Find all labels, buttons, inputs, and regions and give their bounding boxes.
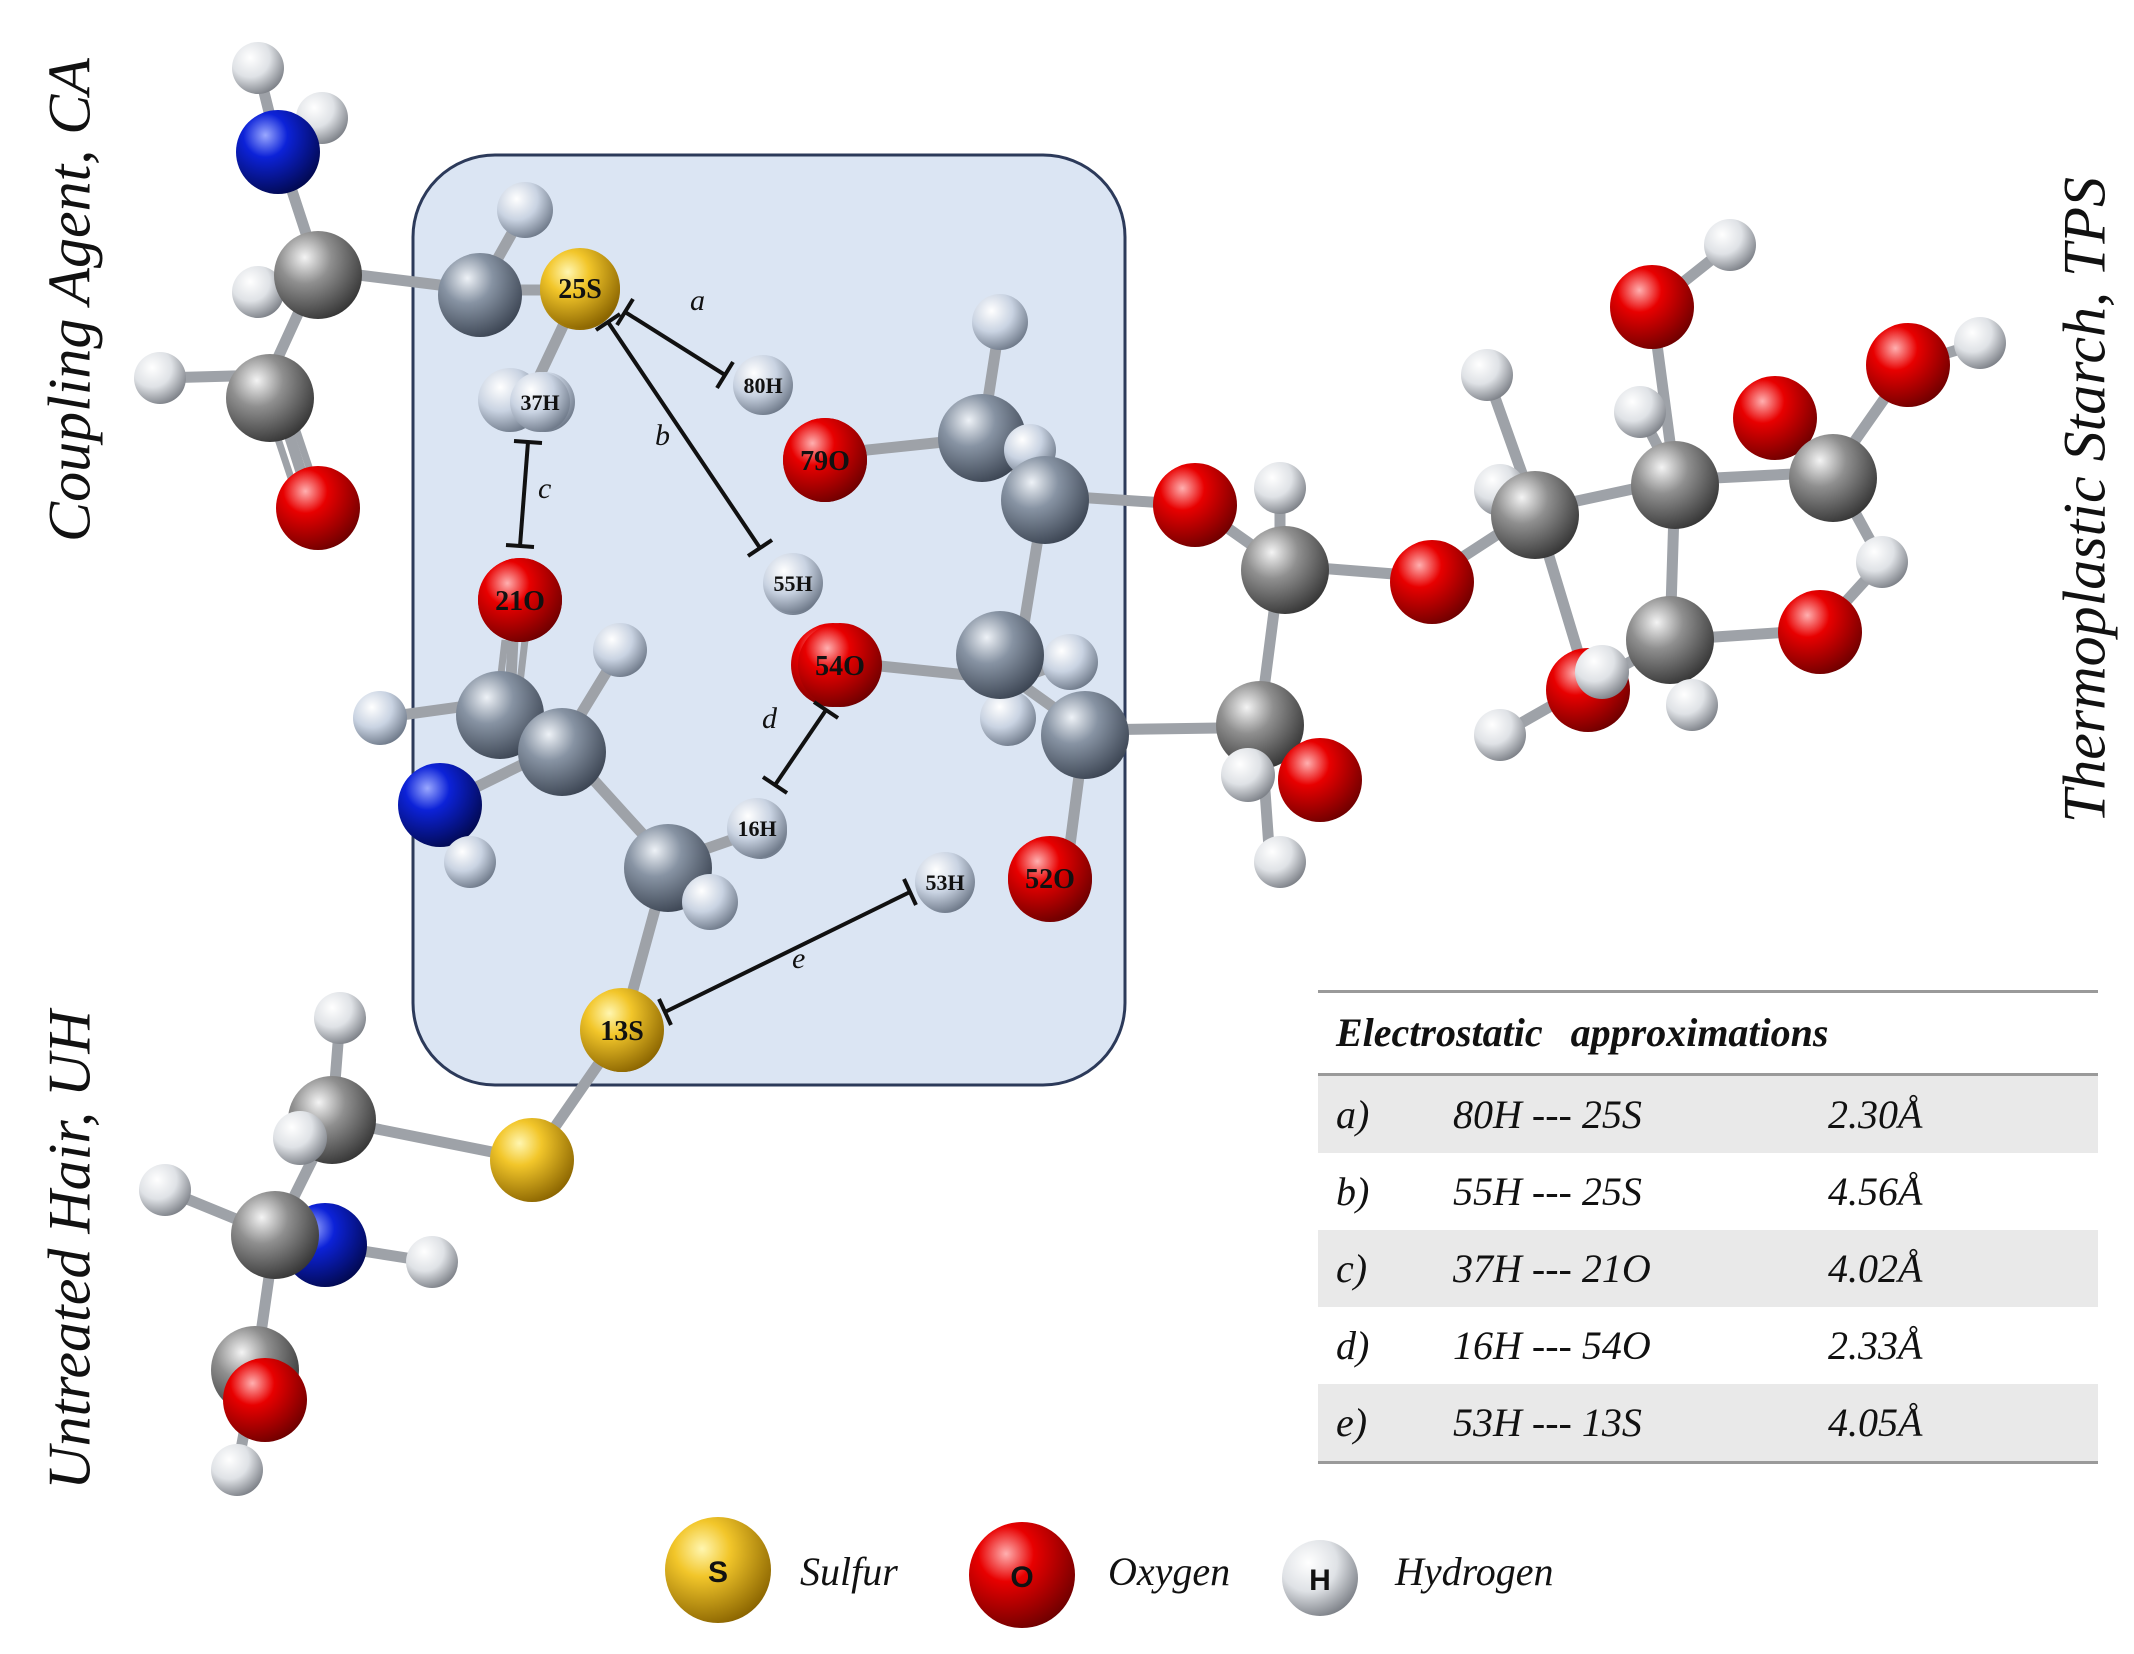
legend-oxygen-icon — [969, 1522, 1075, 1628]
row-pair: 16H --- 54O — [1453, 1323, 1651, 1368]
atom-21o-label: 21O — [495, 586, 545, 617]
table-top-rule — [1318, 990, 2098, 993]
untreated-hair-atoms — [139, 992, 574, 1496]
table-row: d) 16H --- 54O 2.33Å — [1318, 1307, 2098, 1384]
legend-hydrogen-symbol: H — [1309, 1564, 1331, 1597]
table-row: c) 37H --- 21O 4.02Å — [1318, 1230, 2098, 1307]
legend: S O H — [665, 1517, 1358, 1628]
untreated-hair-label: Untreated Hair, UH — [36, 1010, 103, 1490]
legend-oxygen-symbol: O — [1010, 1561, 1033, 1594]
interaction-d-label: d — [762, 702, 778, 735]
row-distance: 4.05Å — [1828, 1400, 1923, 1445]
atom-37h-label: 37H — [520, 390, 559, 415]
interaction-c-line — [505, 439, 543, 549]
interaction-e-line — [657, 878, 918, 1026]
atom-52o-label: 52O — [1025, 864, 1075, 895]
atom-53h-label: 53H — [925, 870, 964, 895]
coupling-agent-atoms — [134, 42, 362, 550]
interaction-letters: a b c d e — [538, 284, 805, 975]
interaction-b-label: b — [655, 419, 670, 452]
row-distance: 4.02Å — [1828, 1246, 1923, 1291]
atom-13s-label: 13S — [600, 1016, 644, 1047]
labeled-atoms: 25S 80H 79O 37H 21O 55H 54O 16H 53H 52O … — [478, 248, 1092, 1072]
interaction-e-label: e — [792, 942, 805, 975]
legend-hydrogen-label: Hydrogen — [1395, 1549, 1554, 1594]
table-row: a) 80H --- 25S 2.30Å — [1318, 1076, 2098, 1153]
table-row: e) 53H --- 13S 4.05Å — [1318, 1384, 2098, 1461]
atom-80h-label: 80H — [743, 373, 782, 398]
atom-16h-label: 16H — [737, 816, 776, 841]
row-id: d) — [1336, 1323, 1370, 1368]
row-id: c) — [1336, 1246, 1368, 1291]
row-pair: 80H --- 25S — [1453, 1092, 1642, 1137]
row-id: a) — [1336, 1092, 1370, 1137]
legend-sulfur-symbol: S — [708, 1556, 728, 1589]
thermoplastic-starch-atoms — [1153, 219, 2006, 888]
row-distance: 2.30Å — [1828, 1092, 1923, 1137]
table-bottom-rule — [1318, 1461, 2098, 1464]
interaction-b-line — [594, 312, 774, 558]
interaction-a-line — [615, 297, 735, 390]
row-id: e) — [1336, 1400, 1368, 1445]
legend-hydrogen-icon — [1282, 1540, 1358, 1616]
table-row: b) 55H --- 25S 4.56Å — [1318, 1153, 2098, 1230]
row-distance: 4.56Å — [1828, 1169, 1923, 1214]
table-header: Electrostatic approximations — [1318, 993, 2098, 1076]
thermoplastic-starch-label: Thermoplastic Starch, TPS — [2051, 176, 2118, 824]
row-pair: 37H --- 21O — [1453, 1246, 1651, 1291]
row-distance: 2.33Å — [1828, 1323, 1923, 1368]
row-pair: 53H --- 13S — [1453, 1400, 1642, 1445]
interaction-lines — [505, 297, 918, 1026]
atom-55h-label: 55H — [773, 571, 812, 596]
legend-sulfur-icon — [665, 1517, 771, 1623]
atom-25s-label: 25S — [558, 274, 602, 305]
interaction-d-line — [761, 700, 840, 795]
coupling-agent-label: Coupling Agent, CA — [36, 58, 103, 542]
legend-oxygen-label: Oxygen — [1108, 1549, 1231, 1594]
atom-79o-label: 79O — [800, 446, 850, 477]
atom-54o-label: 54O — [815, 651, 865, 682]
row-id: b) — [1336, 1169, 1370, 1214]
interaction-a-label: a — [690, 284, 705, 317]
legend-sulfur-label: Sulfur — [800, 1549, 898, 1594]
electrostatic-table: Electrostatic approximations a) 80H --- … — [1318, 990, 2098, 1464]
row-pair: 55H --- 25S — [1453, 1169, 1642, 1214]
interaction-c-label: c — [538, 472, 551, 505]
